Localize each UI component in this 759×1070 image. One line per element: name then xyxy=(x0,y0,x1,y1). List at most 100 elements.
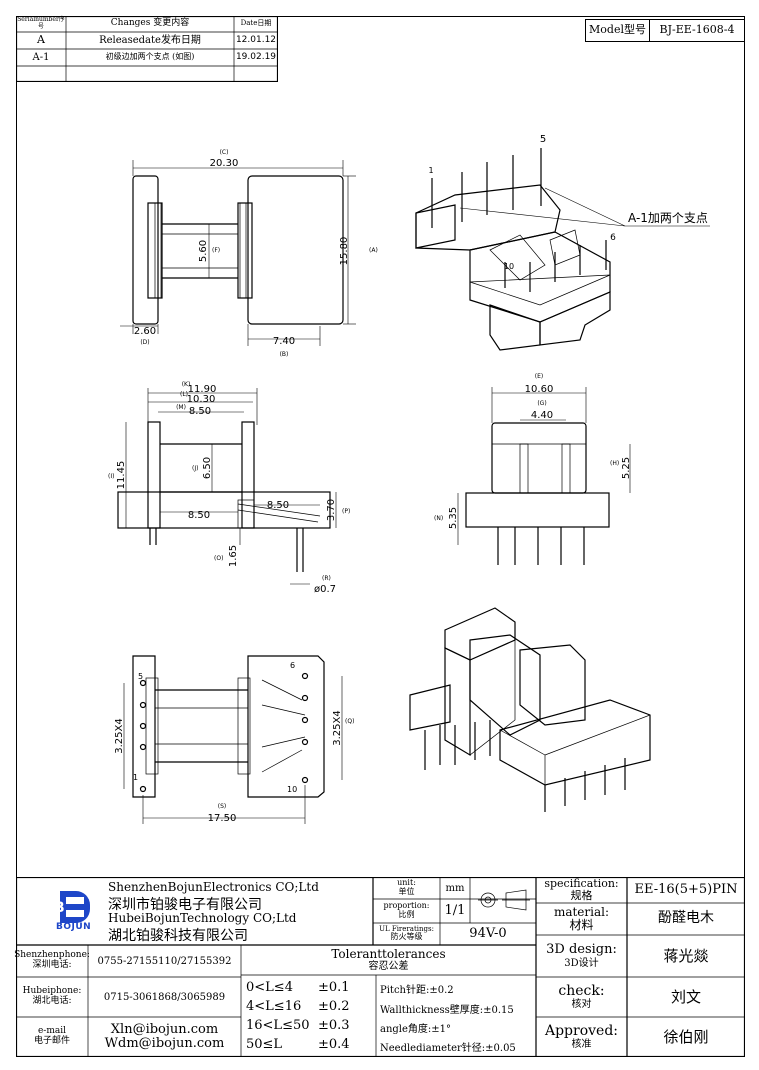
iso-pin-1: 1 xyxy=(428,166,433,175)
unit-label: unit: xyxy=(397,878,416,888)
dim-q-label: (Q) xyxy=(345,718,354,725)
dim-o-value: 1.65 xyxy=(228,545,239,567)
spec-value: EE-16(5+5)PIN xyxy=(634,881,738,897)
tol-range-4: 50≤L xyxy=(246,1037,283,1052)
tol-value-4: ±0.4 xyxy=(318,1037,350,1052)
dim-l-value: 10.30 xyxy=(187,394,216,405)
approved-value: 徐伯刚 xyxy=(663,1027,709,1046)
approved-label: Approved: xyxy=(544,1022,619,1039)
dim-d-value: 2.60 xyxy=(134,326,156,337)
material-label: material: xyxy=(553,904,610,919)
approved-label-cell: Approved: 核准 xyxy=(536,1017,627,1057)
rev-row-2-change: 初级边加两个支点 (如图) xyxy=(105,52,195,62)
material-label-cn: 材料 xyxy=(569,918,594,932)
dim-n-value: 5.35 xyxy=(448,507,459,529)
shenzhen-label: Shenzhenphone: xyxy=(14,950,90,961)
dim-g-label: (G) xyxy=(537,400,546,407)
ul-value: 94V-0 xyxy=(469,925,507,941)
design-label-cn: 3D设计 xyxy=(564,957,599,969)
shenzhen-label-cell: Shenzhenphone: 深圳电话: xyxy=(14,945,90,977)
tol-range-3: 16<L≤50 xyxy=(246,1018,310,1033)
dim-m-value: 8.50 xyxy=(189,406,211,417)
company-name-en1: ShenzhenBojunElectronics CO;Ltd xyxy=(108,880,319,894)
company-logo: B BOJUN xyxy=(54,887,98,935)
email-label: e-mail xyxy=(37,1026,67,1037)
iso-view-2 xyxy=(409,607,651,812)
tolerance-title-cn: 容忍公差 xyxy=(368,961,409,973)
email-1: Xln@ibojun.com xyxy=(110,1021,219,1037)
bottom-pin-10: 10 xyxy=(287,785,297,794)
design-label: 3D design: xyxy=(546,942,617,958)
unit-label-cn: 单位 xyxy=(398,887,415,896)
model-box: Model型号 BJ-EE-1608-4 xyxy=(585,19,745,42)
tol-range-2: 4<L≤16 xyxy=(246,999,302,1014)
dim-p-label: (P) xyxy=(342,508,350,515)
dim-p-value: 3.70 xyxy=(326,499,337,521)
iso-pin-10: 10 xyxy=(504,262,514,271)
shenzhen-phone: 0755-27155110/27155392 xyxy=(97,955,232,967)
view-side-2 xyxy=(117,388,337,585)
email-2: Wdm@ibojun.com xyxy=(104,1036,225,1051)
dim-k-value: 11.90 xyxy=(188,384,217,395)
hubei-label-cell: Hubeiphone: 湖北电话: xyxy=(16,977,88,1017)
dim-f-label: (F) xyxy=(212,247,220,254)
check-label-cn: 核对 xyxy=(571,999,592,1011)
revision-table: Serialnumber序号 Changes 变更内容 Date日期 A Rel… xyxy=(16,16,278,82)
check-label-cell: check: 核对 xyxy=(536,977,627,1017)
email-values: Xln@ibojun.com Wdm@ibojun.com xyxy=(88,1017,241,1057)
logo-text: BOJUN xyxy=(56,922,92,932)
dim-n-label: (N) xyxy=(434,515,443,522)
dim-i-value: 11.45 xyxy=(116,461,127,490)
rev-row-2-serial: A-1 xyxy=(32,52,50,63)
dim-e-value: 10.60 xyxy=(525,384,554,395)
dim-c-value: 20.30 xyxy=(210,158,239,169)
bottom-pin-6: 6 xyxy=(290,661,295,670)
dim-s-value: 17.50 xyxy=(208,813,237,824)
view-bottom-4 xyxy=(123,655,343,824)
ul-label: UL Fireratings: xyxy=(379,924,434,933)
bottom-pin-1: 1 xyxy=(133,773,138,782)
dim-r-value: ø0.7 xyxy=(314,584,336,595)
tol-pitch: Pitch针距:±0.2 xyxy=(380,985,454,996)
hubei-label-cn: 湖北电话: xyxy=(32,996,72,1006)
tol-wall: Wallthickness壁厚度:±0.15 xyxy=(380,1005,514,1016)
dim-j-value: 6.50 xyxy=(202,457,213,479)
spec-label-cn: 规格 xyxy=(570,889,593,902)
dim-f-value: 5.60 xyxy=(198,240,209,262)
dim-o-label: (O) xyxy=(214,555,223,562)
dim-h-value: 5.25 xyxy=(621,457,632,479)
tol-value-3: ±0.3 xyxy=(318,1018,350,1033)
ul-label-cell: UL Fireratings: 防火等级 xyxy=(373,923,440,945)
dim-e-label: (E) xyxy=(535,373,543,380)
hubei-label: Hubeiphone: xyxy=(22,986,82,997)
title-block: B BOJUN ShenzhenBojunElectronics CO;Ltd … xyxy=(14,877,745,1057)
proportion-label-cell: proportion: 比例 xyxy=(373,899,440,923)
iso-pin-6: 6 xyxy=(610,233,616,243)
hubei-phone: 0715-3061868/3065989 xyxy=(103,991,226,1003)
rev-row-1-date: 12.01.12 xyxy=(235,34,277,45)
rev-row-1-serial: A xyxy=(37,33,45,47)
iso-view-1 xyxy=(415,148,710,351)
check-value: 刘文 xyxy=(670,987,701,1006)
check-label: check: xyxy=(558,982,605,999)
proportion-label-cn: 比例 xyxy=(398,910,415,919)
tol-needle: Needlediameter针径:±0.05 xyxy=(380,1043,516,1054)
company-name-cn2: 湖北铂骏科技有限公司 xyxy=(108,928,248,944)
material-value: 酚醛电木 xyxy=(658,910,714,927)
spec-label-cell: specification: 规格 xyxy=(536,877,627,903)
dim-inner-value: 8.50 xyxy=(188,510,210,521)
bottom-pin-5: 5 xyxy=(138,672,143,681)
tol-range-1: 0<L≤4 xyxy=(246,980,293,995)
annotation-note: A-1加两个支点 xyxy=(628,211,708,225)
tol-value-2: ±0.2 xyxy=(318,999,350,1014)
material-label-cell: material: 材料 xyxy=(536,903,627,935)
dim-s-label: (S) xyxy=(218,803,227,810)
email-label-cell: e-mail 电子邮件 xyxy=(16,1017,88,1057)
shenzhen-label-cn: 深圳电话: xyxy=(32,960,72,970)
dim-j-label: (J) xyxy=(192,465,198,472)
tol-angle: angle角度:±1° xyxy=(380,1024,452,1035)
proportion-label: proportion: xyxy=(383,901,430,911)
tolerance-title: Toleranttolerances xyxy=(331,946,446,961)
model-label: Model型号 xyxy=(586,20,650,41)
spec-label: specification: xyxy=(544,876,619,890)
